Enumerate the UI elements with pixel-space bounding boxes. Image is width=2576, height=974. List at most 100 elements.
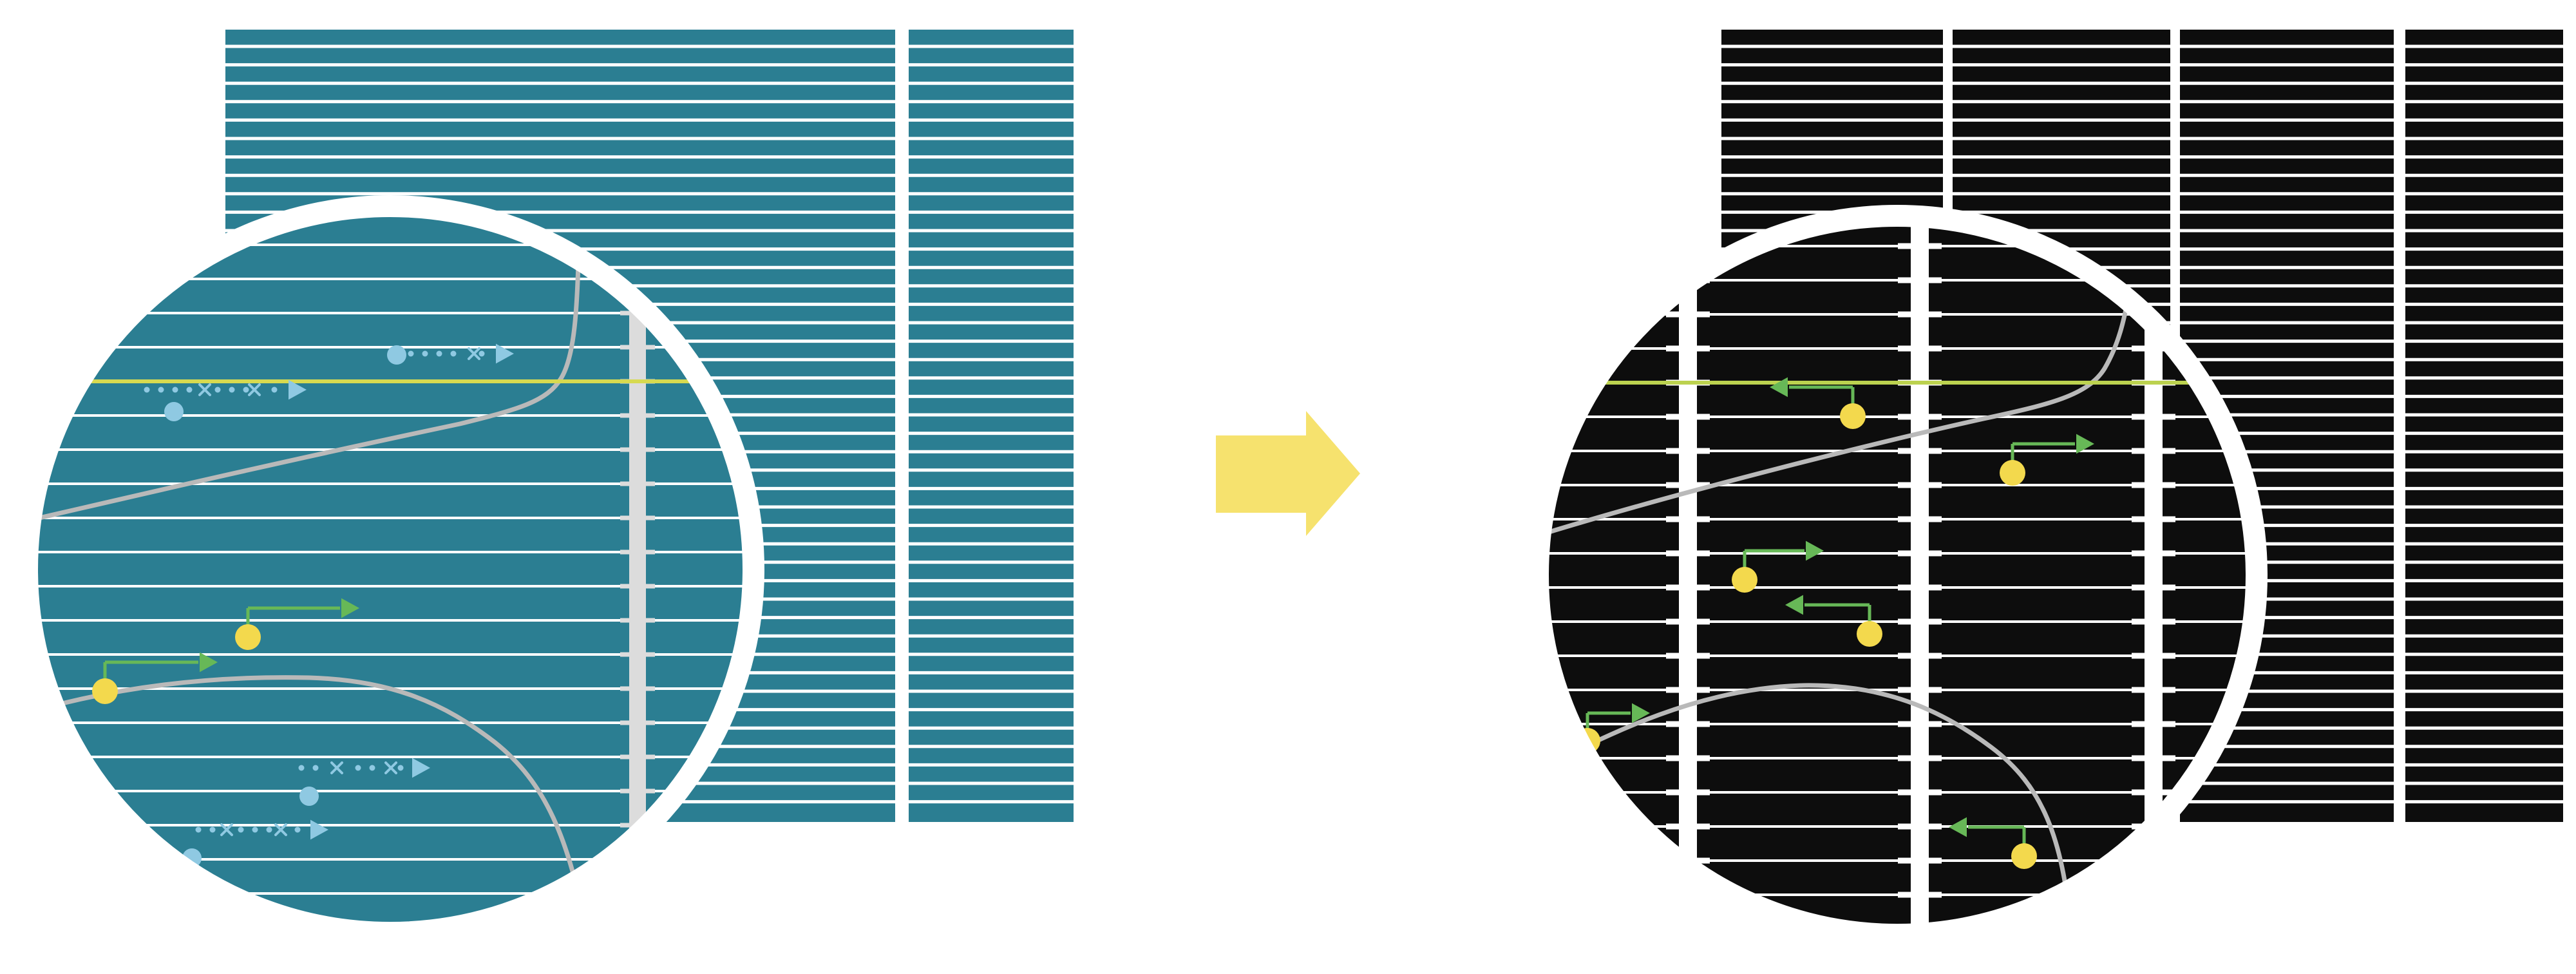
busbar-tick (1697, 482, 1710, 488)
arrowhead-icon (1806, 540, 1824, 561)
electron-path-dot (158, 387, 164, 393)
busbar-tick (646, 720, 655, 725)
grain-boundary-curve (1548, 291, 2132, 537)
electron-path-dot (209, 826, 216, 833)
busbar-tick (2163, 618, 2175, 625)
busbar-tick (1697, 414, 1710, 420)
carrier-dot (1840, 403, 1866, 429)
electron-path-dot (478, 350, 485, 357)
busbar-tick (2163, 550, 2175, 557)
busbar-tick (2132, 345, 2145, 352)
busbar-tick (2163, 755, 2175, 761)
busbar-tick (1929, 311, 1942, 318)
busbar-tick (1898, 687, 1911, 693)
busbar-tick (646, 549, 655, 555)
busbar-tick (1697, 618, 1710, 625)
busbar-tick (1898, 755, 1911, 761)
busbar-tick (1929, 653, 1942, 659)
electron-path-dot (214, 387, 221, 393)
arrowhead-icon (310, 819, 328, 840)
electron-dot (299, 787, 319, 806)
left-cell-panel (909, 30, 1074, 822)
electron-dot (387, 345, 406, 365)
busbar-tick (1929, 243, 1942, 249)
busbar-tick (1929, 584, 1942, 591)
carrier-dot (1732, 567, 1757, 593)
busbar-tick (1898, 414, 1911, 420)
busbar-tick (2163, 653, 2175, 659)
busbar-tick (1929, 789, 1942, 796)
transition-arrow-icon (1216, 411, 1360, 536)
electron-path-dot (312, 765, 319, 771)
arrowhead-icon (341, 598, 359, 618)
electron-path-dot (172, 387, 178, 393)
busbar-tick (1929, 345, 1942, 352)
busbar-tick (2163, 687, 2175, 693)
busbar-tick (1929, 687, 1942, 693)
busbar-tick (2163, 584, 2175, 591)
busbar-tick (1929, 823, 1942, 830)
arrowhead-icon (1632, 703, 1650, 723)
busbar-tick (1898, 857, 1911, 864)
cross-mark (198, 383, 211, 396)
busbar-tick (2132, 789, 2145, 796)
busbar-tick (1898, 584, 1911, 591)
busbar-tick (2132, 448, 2145, 454)
busbar-tick (1898, 653, 1911, 659)
busbar-tick (646, 754, 655, 759)
magnifier-bg (1548, 226, 2246, 924)
recombination-arrow (144, 379, 307, 421)
busbar-tick (620, 618, 629, 623)
electron-path-dot (298, 765, 305, 771)
busbar-tick (2132, 414, 2145, 420)
busbar (1898, 226, 1942, 924)
busbar-tick (1898, 243, 1911, 249)
busbar-tick (1697, 345, 1710, 352)
carrier-marker (1949, 817, 2037, 869)
carrier-marker (1785, 595, 1882, 647)
busbar-tick (1929, 721, 1942, 727)
busbar-tick (1929, 618, 1942, 625)
right-cell-panel (2405, 30, 2563, 822)
busbar-tick (620, 413, 629, 418)
busbar-tick (2132, 516, 2145, 522)
busbar-tick (1898, 892, 1911, 898)
magnifier-ring (16, 195, 764, 944)
busbar-tick (646, 686, 655, 691)
electron-path-dot (408, 350, 414, 357)
busbar-stripe (1911, 226, 1929, 924)
arrowhead-icon (1785, 595, 1803, 615)
busbar-tick (1929, 448, 1942, 454)
arrowhead-icon (1770, 377, 1788, 397)
carrier-dot (92, 678, 118, 704)
busbar-tick (646, 584, 655, 589)
busbar-tick (620, 584, 629, 589)
carrier-marker (235, 598, 359, 650)
grain-boundary-curve (37, 244, 582, 525)
busbar-tick (620, 515, 629, 520)
busbar-tick (1666, 345, 1679, 352)
cross-mark (384, 761, 397, 774)
busbar-tick (620, 481, 629, 486)
busbar-tick (2132, 755, 2145, 761)
carrier-marker (92, 652, 218, 704)
grain-boundary-curve (1548, 683, 2074, 924)
busbar-tick (1898, 550, 1911, 557)
busbar-tick (1666, 482, 1679, 488)
busbar-tick (1697, 755, 1710, 761)
carrier-dot (2011, 843, 2037, 869)
busbar-tick (1697, 550, 1710, 557)
electron-path-dot (422, 350, 428, 357)
cross-mark (468, 347, 480, 360)
busbar-tick (1898, 345, 1911, 352)
busbar-tick (646, 447, 655, 452)
busbar-stripe (629, 216, 646, 922)
busbar-tick (1898, 789, 1911, 796)
electron-path-dot (195, 826, 202, 833)
busbar-tick (1697, 516, 1710, 522)
busbar-tick (2132, 618, 2145, 625)
busbar-tick (646, 618, 655, 623)
busbar-tick (1666, 550, 1679, 557)
